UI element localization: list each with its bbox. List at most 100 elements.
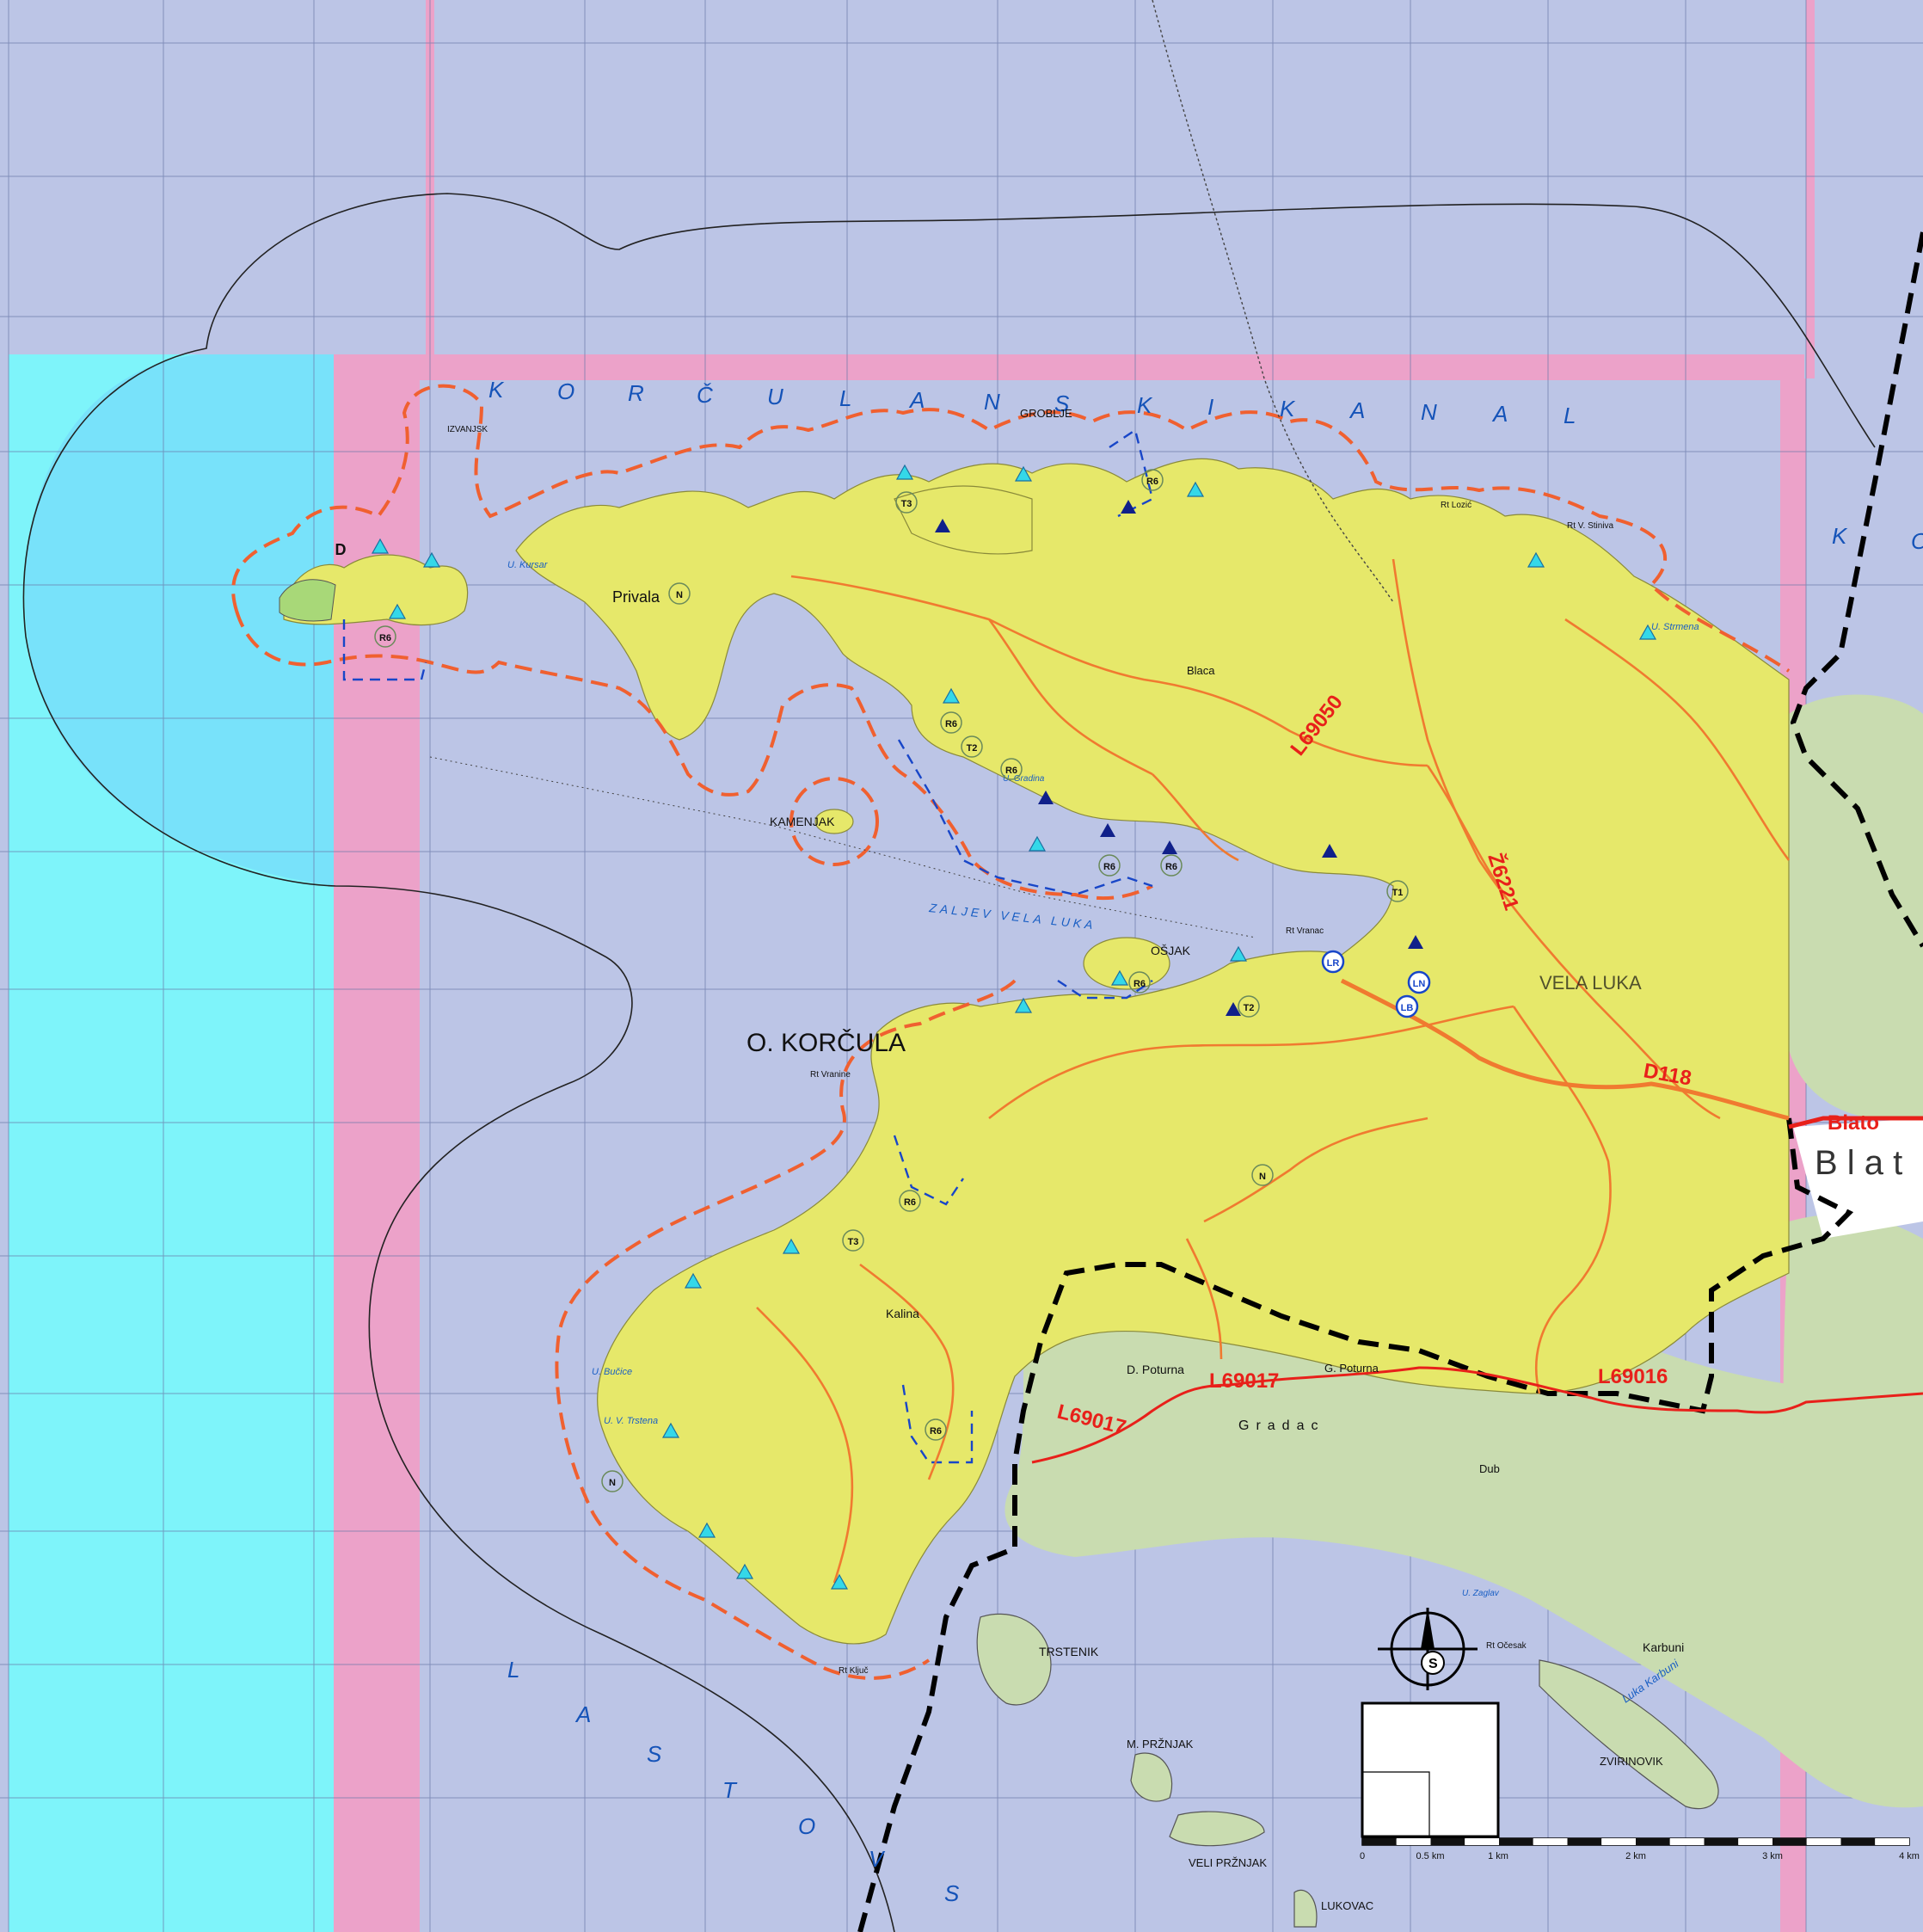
svg-text:R6: R6	[1165, 862, 1177, 872]
svg-text:LR: LR	[1327, 958, 1340, 969]
canal-letter: O	[557, 378, 576, 404]
label-groblje: GROBLJE	[1020, 407, 1072, 420]
svg-text:R6: R6	[930, 1426, 942, 1437]
point-rt-lozic: Rt Lozić	[1441, 501, 1471, 510]
north-arrow: S	[1378, 1608, 1478, 1690]
korcula-island-yellow	[283, 458, 1790, 1645]
zone-t3: T3	[842, 1229, 864, 1252]
locator-inset	[1361, 1701, 1500, 1838]
scale-tick-label: 1 km	[1488, 1851, 1508, 1861]
place-dub: Dub	[1479, 1462, 1500, 1475]
bay-u-zaglav: U. Zaglav	[1462, 1589, 1500, 1598]
islet-osjak: OŠJAK	[1151, 944, 1191, 957]
scale-tick-label: 0.5 km	[1416, 1851, 1444, 1861]
zone-n: N	[668, 582, 691, 605]
bay-u-kursar: U. Kursar	[507, 560, 549, 570]
local-roads	[756, 558, 1791, 1584]
islet-trstenik: TRSTENIK	[1039, 1645, 1099, 1658]
svg-text:LN: LN	[1413, 979, 1426, 989]
canal-letter: K	[1137, 392, 1153, 418]
zone-t2: T2	[961, 735, 983, 758]
zone-n: N	[1251, 1164, 1274, 1186]
canal-letter: T	[722, 1777, 738, 1803]
municipal-border	[857, 231, 1923, 1932]
zone-ln: LN	[1407, 970, 1431, 994]
svg-text:R6: R6	[945, 719, 957, 729]
territorial-sea-curve	[22, 193, 1876, 1932]
canal-letter: O	[798, 1813, 817, 1839]
islet-kamenjak: KAMENJAK	[770, 815, 835, 828]
scale-tick-label: 3 km	[1762, 1851, 1783, 1861]
road-l69017	[1031, 1366, 1923, 1464]
svg-text:T3: T3	[901, 499, 912, 509]
zone-r6: R6	[925, 1418, 947, 1441]
point-rt-kljuc: Rt Ključ	[839, 1666, 868, 1676]
zone-r6: R6	[1160, 854, 1183, 877]
canal-letter: A	[908, 387, 926, 413]
place-karbuni: Karbuni	[1643, 1640, 1684, 1654]
north-arrow-letter: S	[1428, 1657, 1438, 1671]
canal-letter: A	[1349, 397, 1367, 423]
canal-letter: A	[574, 1701, 593, 1727]
svg-text:R6: R6	[1146, 477, 1158, 487]
southern-islets	[976, 1613, 1719, 1928]
west-cape-green	[279, 579, 336, 622]
canal-name-east: KO	[1832, 523, 1923, 554]
canal-letter: N	[984, 389, 1002, 415]
canal-letter: K	[1832, 523, 1848, 549]
svg-text:R6: R6	[1134, 979, 1146, 989]
bay-u-gradina: U. Gradina	[1003, 774, 1045, 784]
canal-letter: Č	[697, 382, 715, 408]
svg-text:R6: R6	[904, 1197, 916, 1208]
zone-r6: R6	[940, 711, 962, 734]
zone-r6: R6	[1098, 854, 1121, 877]
zone-boundaries-blue	[342, 428, 1154, 1464]
zone-r6: R6	[374, 625, 396, 648]
place-blaca: Blaca	[1187, 664, 1215, 677]
zone-r6: R6	[899, 1190, 921, 1212]
canal-letter: R	[628, 380, 646, 406]
zone-t3: T3	[895, 491, 918, 514]
scale-tick-label: 4 km	[1899, 1851, 1920, 1861]
bay-u-v-trstena: U. V. Trstena	[604, 1416, 658, 1426]
canal-letter: N	[1421, 399, 1439, 425]
svg-text:LB: LB	[1401, 1003, 1414, 1013]
canal-letter: L	[507, 1657, 521, 1683]
canal-letter: V	[869, 1846, 886, 1872]
zone-r6: R6	[1000, 758, 1023, 780]
road-label-l69017-a: L69017	[1209, 1369, 1279, 1393]
zone-lr: LR	[1321, 950, 1345, 974]
place-kalina: Kalina	[886, 1307, 919, 1320]
place-d-poturna: D. Poturna	[1127, 1363, 1184, 1376]
svg-text:R6: R6	[1103, 862, 1115, 872]
place-blato: Blato	[1828, 1111, 1879, 1135]
road-label-l69016: L69016	[1598, 1365, 1668, 1388]
canal-letter: K	[1280, 396, 1296, 421]
scale-tick-label: 0	[1360, 1851, 1365, 1861]
zone-t1: T1	[1386, 880, 1409, 902]
svg-text:R6: R6	[1005, 766, 1017, 776]
scale-tick-label: 2 km	[1625, 1851, 1646, 1861]
svg-text:R6: R6	[379, 633, 391, 643]
svg-text:T2: T2	[967, 743, 978, 754]
ecological-zone	[25, 354, 335, 886]
road-blato-link	[1788, 1116, 1923, 1129]
submarine-cable	[1152, 0, 1394, 603]
islet-veli-prznjak: VELI PRŽNJAK	[1189, 1856, 1267, 1869]
zone-n: N	[601, 1470, 624, 1492]
svg-text:D: D	[335, 541, 347, 558]
svg-text:T2: T2	[1244, 1003, 1255, 1013]
svg-text:N: N	[676, 590, 683, 600]
islet-lukovac: LUKOVAC	[1321, 1899, 1373, 1912]
canal-letter: A	[1491, 401, 1509, 427]
zone-r6: R6	[1128, 971, 1151, 994]
canal-letter: S	[944, 1880, 961, 1906]
canal-letter: U	[767, 384, 785, 409]
svg-text:N: N	[609, 1478, 616, 1488]
scale-bar: 0 0.5 km 1 km 2 km 3 km 4 km	[1360, 1837, 1920, 1861]
zone-t2: T2	[1238, 995, 1260, 1018]
